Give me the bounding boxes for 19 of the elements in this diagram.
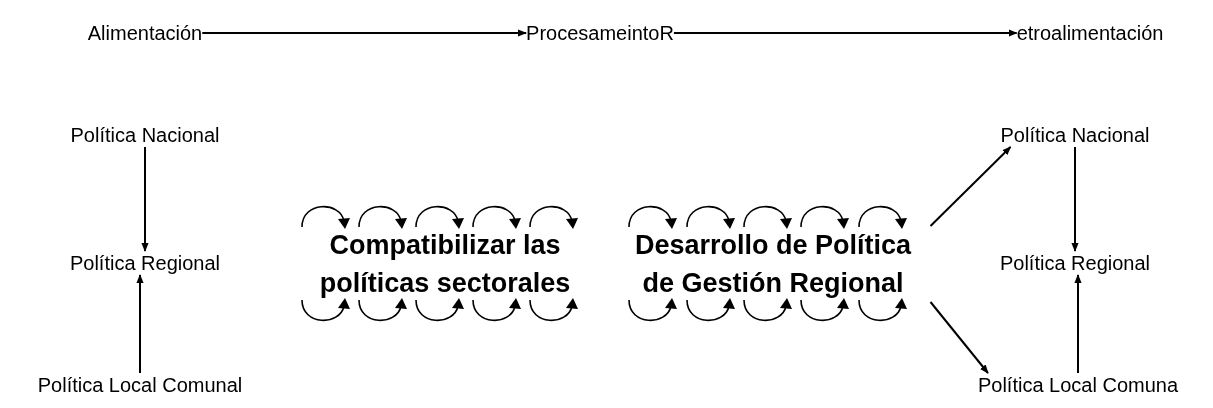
arrow — [136, 274, 144, 374]
arrow — [1074, 274, 1082, 374]
heading-text: Compatibilizar las políticas sectorales — [287, 226, 603, 302]
node-label: Política Local Comunal — [37, 373, 243, 397]
node-label: etroalimentación — [1016, 21, 1164, 45]
node-label: ProcesameintoR — [526, 21, 674, 45]
node-label: Política Regional — [69, 251, 221, 275]
node-label: Política Nacional — [70, 123, 220, 147]
arrow — [1071, 146, 1079, 252]
arrow — [201, 29, 528, 37]
node-label: Política Regional — [999, 251, 1151, 275]
heading-text: Desarrollo de Política de Gestión Regional — [615, 226, 931, 302]
arrow — [929, 146, 1012, 227]
arrow — [141, 146, 149, 252]
arrow — [672, 29, 1018, 37]
node-label: Política Local Comuna — [977, 373, 1179, 397]
node-label: Alimentación — [87, 21, 203, 45]
arrow — [929, 301, 989, 374]
node-label: Política Nacional — [1000, 123, 1150, 147]
